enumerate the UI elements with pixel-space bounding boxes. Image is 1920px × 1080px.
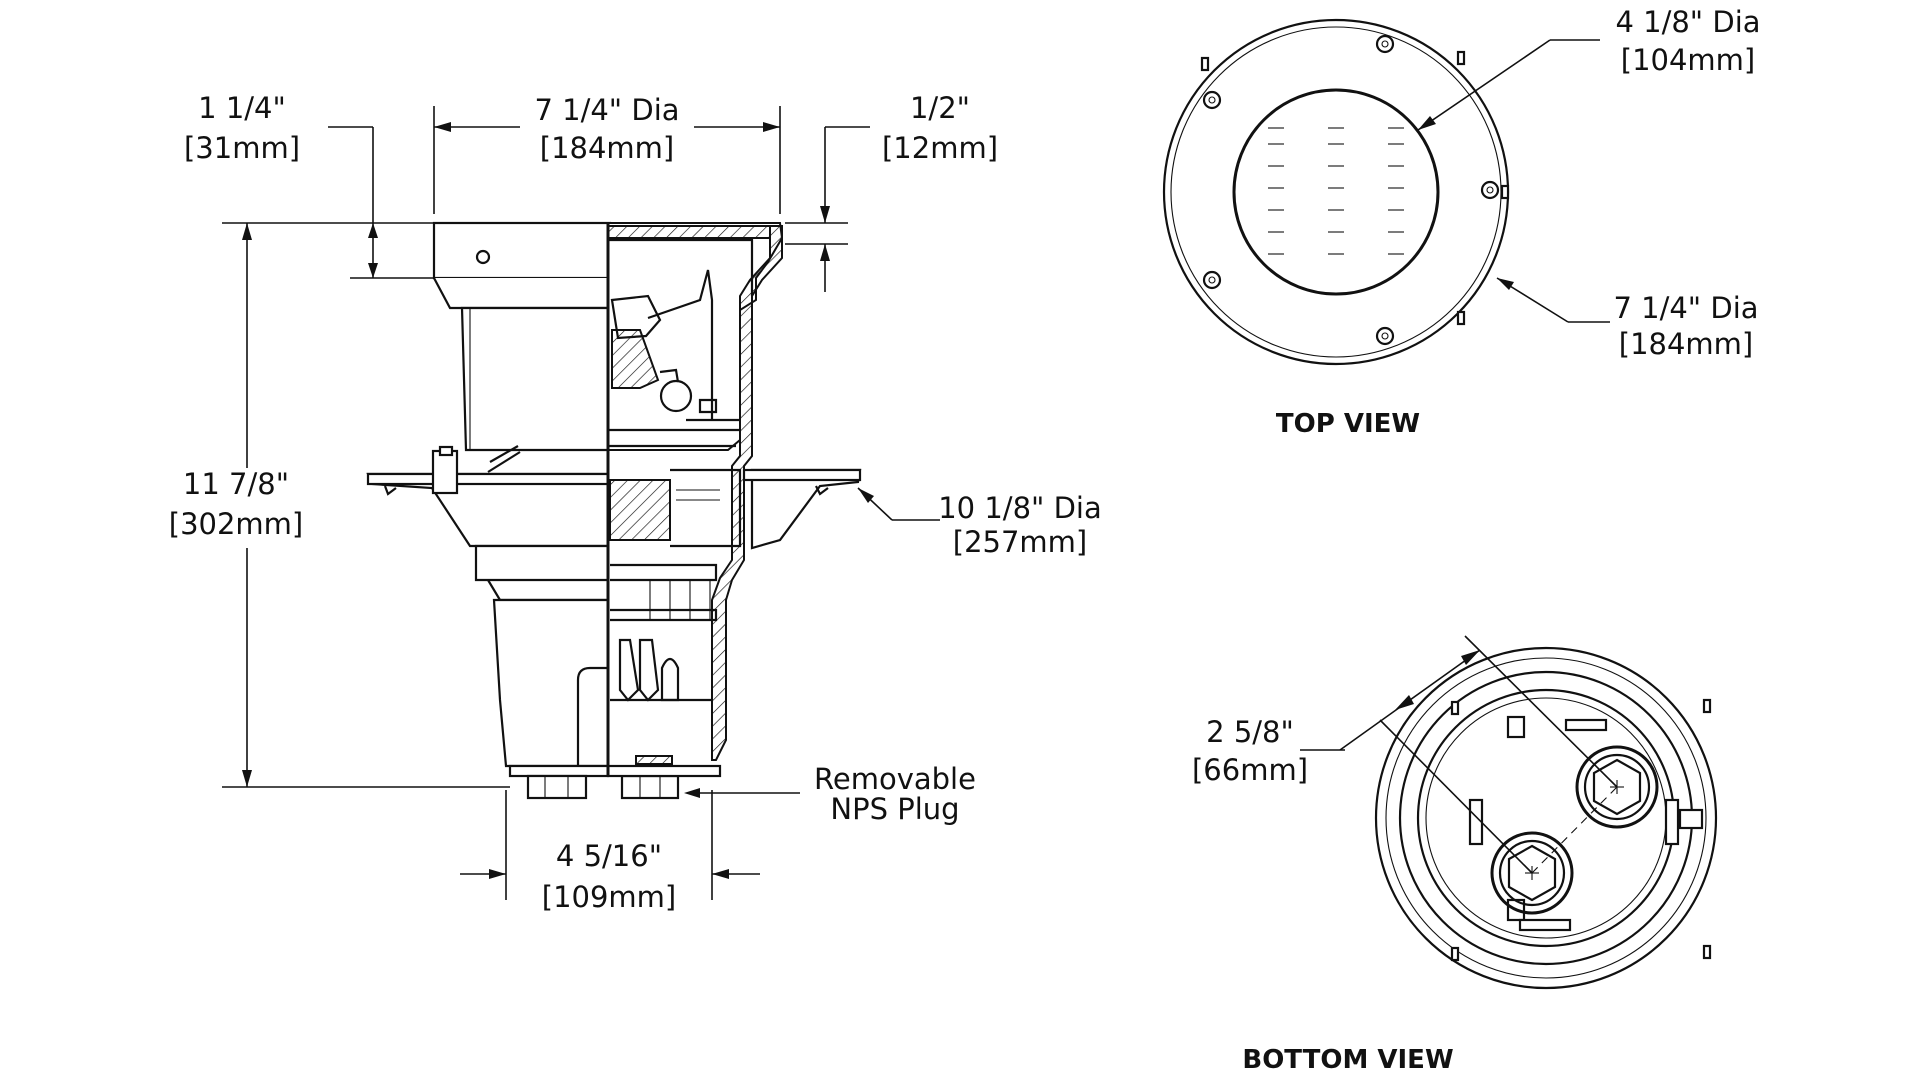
height-metric: [302mm] [169, 507, 303, 541]
grate-slots [1268, 127, 1404, 255]
mid-collar [474, 544, 610, 582]
flange-right [750, 468, 862, 550]
top-thickness-imperial: 1 1/4" [198, 91, 286, 125]
top-outer-dia-metric: [184mm] [1619, 327, 1753, 361]
top-inner-dia-metric: [104mm] [1621, 43, 1755, 77]
plug-note-line1: Removable [814, 762, 976, 796]
top-lugs [1200, 50, 1510, 326]
flange-dia-imperial: 10 1/8" Dia [938, 491, 1102, 525]
top-cap [432, 221, 612, 280]
top-thickness-metric: [31mm] [184, 131, 300, 165]
height-imperial: 11 7/8" [183, 467, 289, 501]
lip-imperial: 1/2" [910, 91, 970, 125]
plug-spacing-imperial: 2 5/8" [1206, 715, 1294, 749]
bottom-plug-upper [1575, 745, 1659, 829]
side-view: 11 7/8" [302mm] 1 1/4" [31mm] 7 1/4" Dia… [169, 91, 1102, 914]
top-dia-imperial: 7 1/4" Dia [534, 93, 679, 127]
bottom-view: 2 5/8" [66mm] BOTTOM VIEW [1192, 635, 1718, 1075]
lower-body [492, 598, 610, 768]
top-outer-dia-imperial: 7 1/4" Dia [1613, 291, 1758, 325]
plug-spacing-metric: [66mm] [1192, 753, 1308, 787]
top-inner-grate [1232, 88, 1440, 296]
top-view: 4 1/8" Dia [104mm] 7 1/4" Dia [184mm] TO… [1162, 5, 1761, 439]
top-inner-dia-imperial: 4 1/8" Dia [1615, 5, 1760, 39]
base-width-imperial: 4 5/16" [556, 839, 662, 873]
bottom-view-label: BOTTOM VIEW [1242, 1045, 1453, 1075]
top-dia-metric: [184mm] [540, 131, 674, 165]
cap-neck [433, 277, 610, 310]
bottom-lugs [1450, 698, 1712, 962]
bottom-outer-ring [1374, 646, 1718, 990]
base-width-metric: [109mm] [542, 880, 676, 914]
plug-note-line2: NPS Plug [830, 792, 959, 826]
lip-metric: [12mm] [882, 131, 998, 165]
top-screws [1202, 34, 1500, 346]
flange-dia-metric: [257mm] [953, 525, 1087, 559]
clamp-bolt [431, 449, 459, 495]
plug-left [526, 774, 588, 800]
top-view-label: TOP VIEW [1276, 409, 1420, 439]
cap-screw [475, 249, 491, 265]
plug-right [620, 774, 680, 800]
top-outer-ring [1162, 18, 1510, 366]
upper-body [460, 306, 610, 452]
